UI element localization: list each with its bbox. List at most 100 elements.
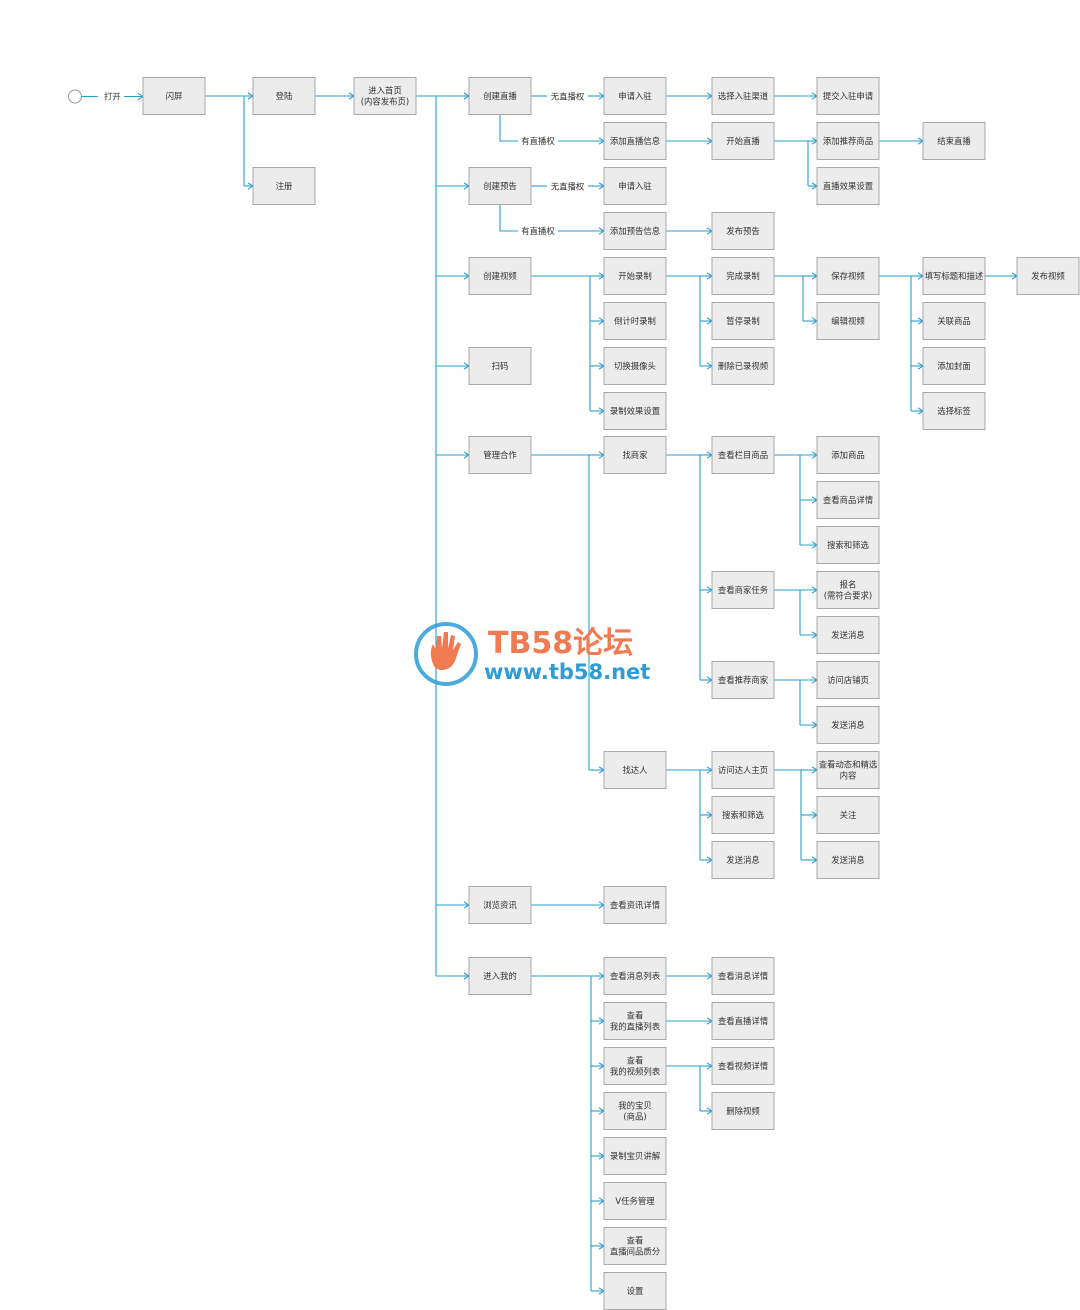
node-label: V任务管理 — [615, 1196, 655, 1206]
node-publish-video: 发布视频 — [1016, 257, 1080, 295]
node-find-merchant: 找商家 — [603, 436, 667, 474]
node-label: 查看视频详情 — [718, 1061, 769, 1071]
node-box — [1016, 257, 1080, 295]
node-end-live: 结束直播 — [922, 122, 986, 160]
node-box — [603, 1047, 667, 1085]
node-box — [922, 392, 986, 430]
node-label: 查看 — [627, 1011, 644, 1021]
node-scan: 扫码 — [468, 347, 532, 385]
node-box — [711, 796, 775, 834]
node-box — [468, 257, 532, 295]
node-box — [711, 1002, 775, 1040]
node-label: 直播效果设置 — [823, 181, 873, 191]
node-manage-coop: 管理合作 — [468, 436, 532, 474]
node-label: 开始直播 — [726, 136, 760, 146]
node-choose-tag: 选择标签 — [922, 392, 986, 430]
node-box — [603, 1002, 667, 1040]
edge-label-no-perm2: 无直播权 — [551, 182, 585, 192]
node-label: 填写标题和描述 — [925, 271, 984, 281]
node-label: 找商家 — [622, 450, 648, 460]
node-label: 发送消息 — [831, 855, 865, 865]
node-box — [816, 661, 880, 699]
node-view-column-goods: 查看栏目商品 — [711, 436, 775, 474]
watermark: TB58论坛 www.tb58.net — [412, 616, 672, 690]
connector-line — [499, 114, 518, 142]
node-label: 添加商品 — [831, 450, 865, 460]
node-label: 设置 — [627, 1286, 644, 1296]
node-label: 进入我的 — [483, 971, 517, 981]
node-rec-baby-explain: 录制宝贝讲解 — [603, 1137, 667, 1175]
node-start-rec: 开始录制 — [603, 257, 667, 295]
node-box — [711, 302, 775, 340]
node-box — [603, 77, 667, 115]
node-find-talent: 找达人 — [603, 751, 667, 789]
node-label: 查看直播详情 — [718, 1016, 769, 1026]
node-box — [711, 122, 775, 160]
node-label: 浏览资讯 — [483, 900, 517, 910]
node-label: 管理合作 — [483, 450, 517, 460]
node-finish-rec: 完成录制 — [711, 257, 775, 295]
node-view-video-detail: 查看视频详情 — [711, 1047, 775, 1085]
node-box — [468, 886, 532, 924]
node-box — [603, 957, 667, 995]
node-box — [922, 122, 986, 160]
node-box — [468, 347, 532, 385]
node-box — [922, 302, 986, 340]
node-label: 暂停录制 — [726, 316, 760, 326]
node-home: 进入首页(内容发布页) — [353, 77, 417, 115]
node-box — [816, 481, 880, 519]
watermark-title: TB58论坛 — [488, 626, 634, 661]
node-label: 扫码 — [492, 361, 509, 371]
node-label: 查看动态和精选 — [819, 760, 878, 770]
node-add-preview-info: 添加预告信息 — [603, 212, 667, 250]
node-label: 选择标签 — [937, 406, 971, 416]
node-box — [816, 796, 880, 834]
node-view-merchant-task: 查看商家任务 — [711, 571, 775, 609]
node-label: 查看商家任务 — [718, 585, 769, 595]
node-label: 发布预告 — [726, 226, 760, 236]
node-edit-video: 编辑视频 — [816, 302, 880, 340]
node-box — [603, 1092, 667, 1130]
node-box — [142, 77, 206, 115]
node-label: 提交入驻申请 — [823, 91, 874, 101]
node-view-msg-detail: 查看消息详情 — [711, 957, 775, 995]
node-label: 倒计时录制 — [614, 316, 656, 326]
node-label: 添加预告信息 — [610, 226, 660, 236]
node-label: (内容发布页) — [361, 97, 409, 107]
node-box — [816, 122, 880, 160]
node-switch-cam: 切换摄像头 — [603, 347, 667, 385]
node-my-baby: 我的宝贝(商品) — [603, 1092, 667, 1130]
node-box — [816, 436, 880, 474]
node-label: 关注 — [840, 810, 857, 820]
node-send-msg2: 发送消息 — [816, 706, 880, 744]
node-box — [603, 122, 667, 160]
arrowheads — [137, 92, 1019, 1295]
node-send-msg3: 发送消息 — [711, 841, 775, 879]
node-label: 查看 — [627, 1236, 644, 1246]
node-label: 查看消息详情 — [718, 971, 769, 981]
node-splash: 闪屏 — [142, 77, 206, 115]
node-label: 访问店铺页 — [827, 675, 869, 685]
node-label: 结束直播 — [937, 136, 971, 146]
node-box — [816, 302, 880, 340]
node-box — [603, 212, 667, 250]
node-box — [816, 167, 880, 205]
node-label: 添加封面 — [937, 361, 971, 371]
node-search-filter1: 搜索和筛选 — [816, 526, 880, 564]
node-add-goods: 添加商品 — [816, 436, 880, 474]
node-visit-shop: 访问店铺页 — [816, 661, 880, 699]
node-view-news-detail: 查看资讯详情 — [603, 886, 667, 924]
node-label: 添加直播信息 — [610, 136, 660, 146]
node-box — [252, 167, 316, 205]
node-create-live: 创建直播 — [468, 77, 532, 115]
node-box — [603, 1227, 667, 1265]
node-label: 内容 — [840, 771, 857, 781]
start-label: 打开 — [104, 92, 121, 102]
node-box — [711, 751, 775, 789]
node-box — [468, 957, 532, 995]
node-label: 查看商品详情 — [823, 495, 874, 505]
